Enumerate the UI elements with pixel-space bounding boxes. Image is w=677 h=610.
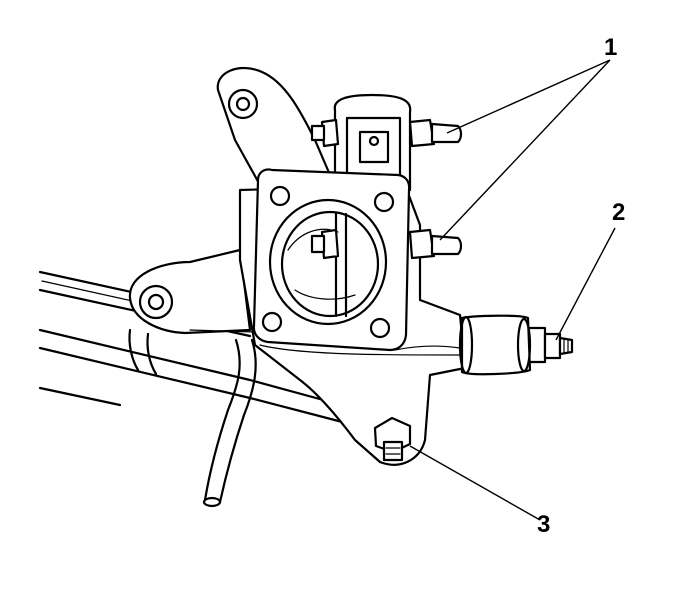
hose <box>202 338 257 508</box>
callout-label: 1 <box>604 34 618 61</box>
manifold-body <box>128 67 547 466</box>
callout-label: 2 <box>612 199 626 226</box>
outlet-stud <box>543 332 574 360</box>
lower-stud-nut <box>373 416 412 462</box>
callout-label: 3 <box>537 511 551 538</box>
manifold-studs <box>310 118 463 260</box>
leader-lines <box>409 59 616 521</box>
